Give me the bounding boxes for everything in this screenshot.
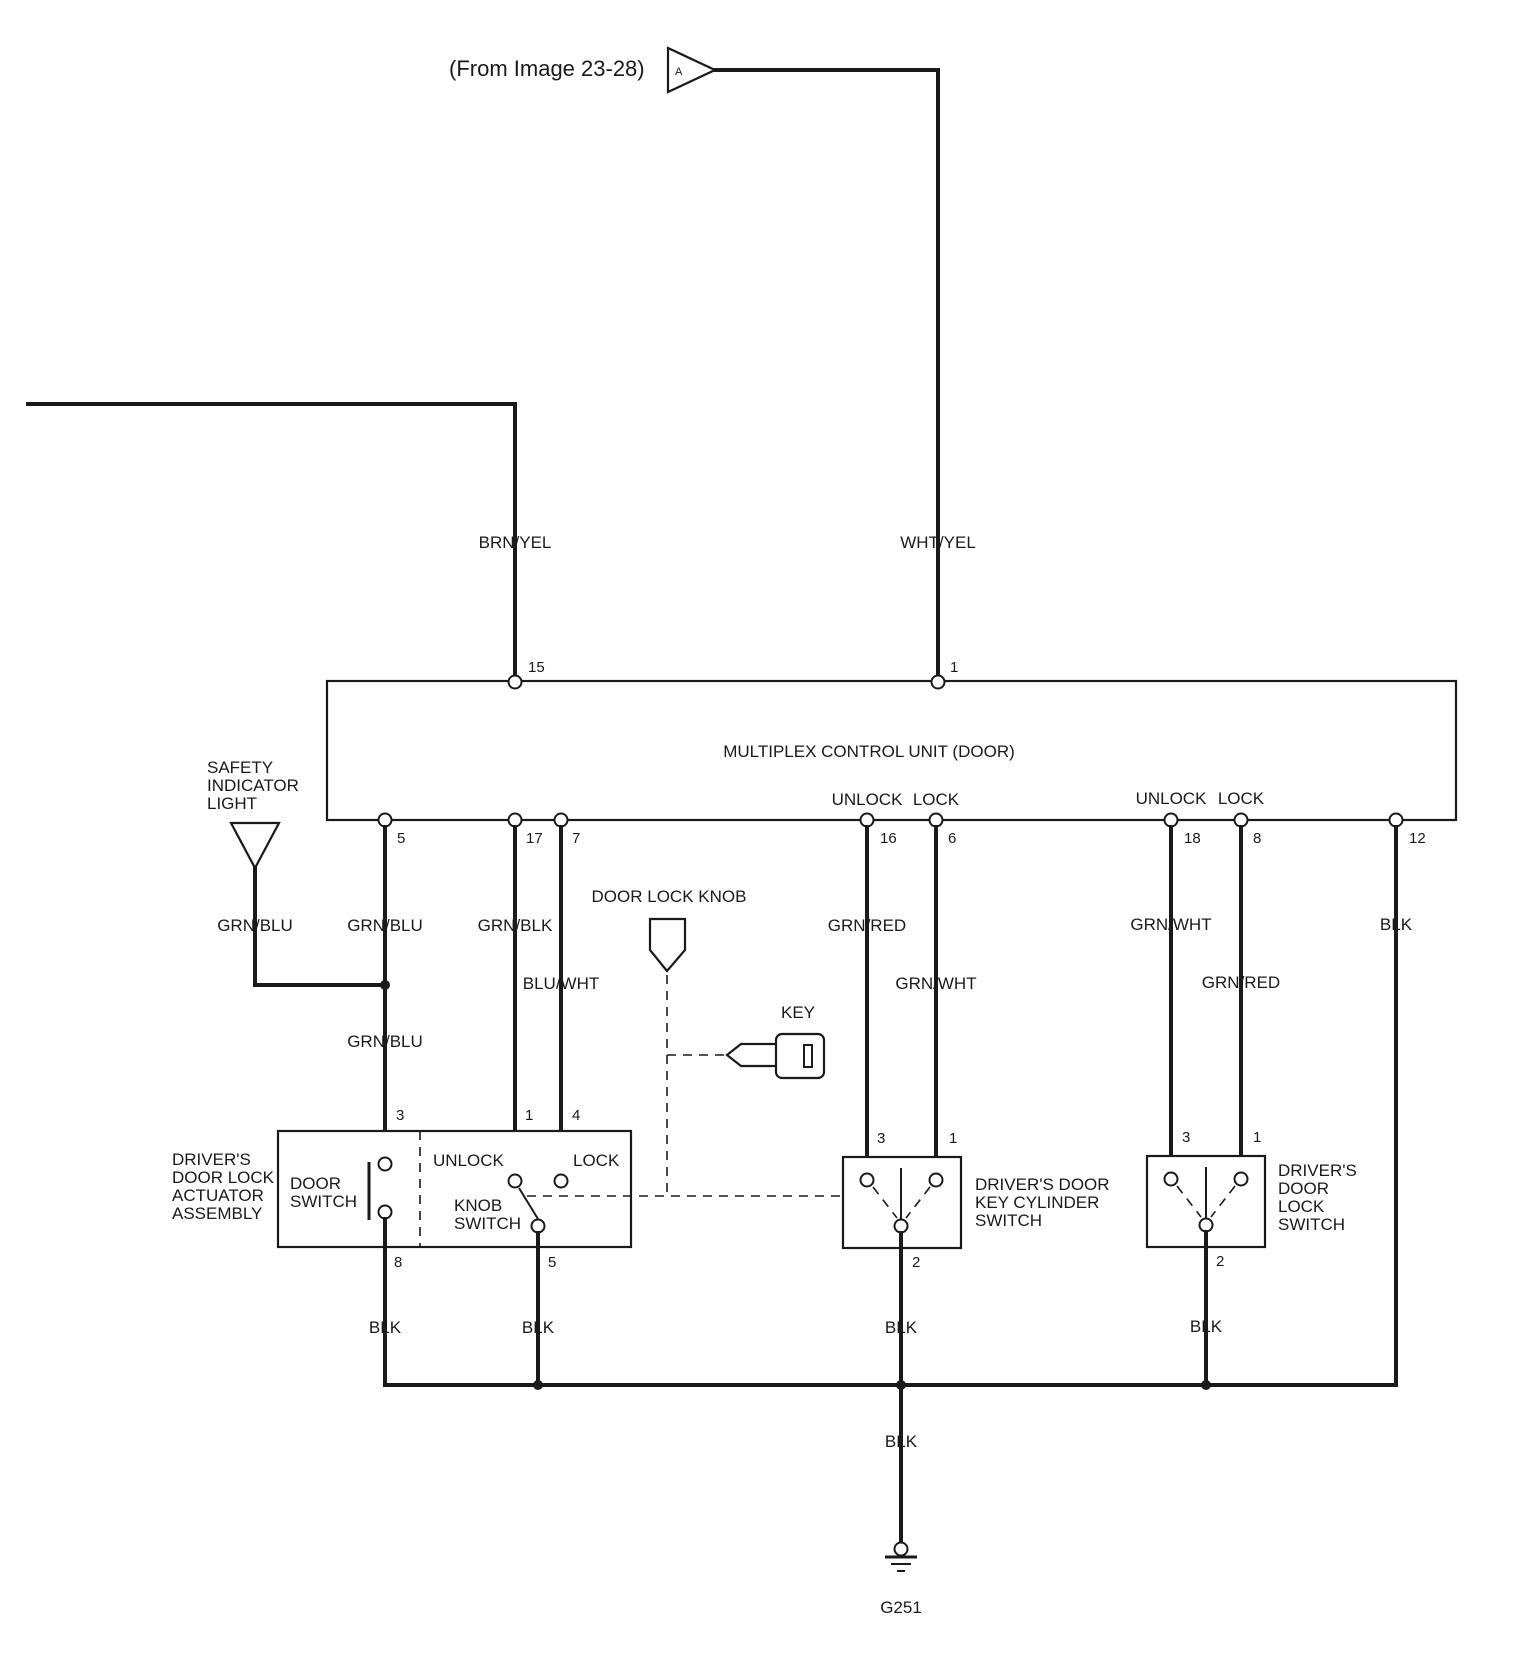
- wire-label-blk-knob: BLK: [522, 1318, 555, 1337]
- wire-label-blk-12: BLK: [1380, 915, 1413, 934]
- source-reference-text: (From Image 23-28): [449, 56, 645, 81]
- door-switch-line-2: SWITCH: [290, 1192, 357, 1211]
- control-unit-title: MULTIPLEX CONTROL UNIT (DOOR): [723, 742, 1015, 761]
- door-lock-switch-label-line-1: DRIVER'S: [1278, 1161, 1357, 1180]
- key-icon: [725, 1032, 826, 1080]
- wire-label-grn-blu-upper: GRN/BLU: [347, 916, 423, 935]
- ground-label: G251: [880, 1598, 922, 1617]
- wire-label-grn-blu-lower: GRN/BLU: [347, 1032, 423, 1051]
- safety-light-line-1: SAFETY: [207, 758, 273, 777]
- door-lock-switch-label-line-4: SWITCH: [1278, 1215, 1345, 1234]
- wire-label-blk-key: BLK: [885, 1318, 918, 1337]
- door-switch-contacts: [367, 1156, 393, 1220]
- unlock-label-16: UNLOCK: [832, 790, 904, 809]
- actuator-label-line-2: DOOR LOCK: [172, 1168, 275, 1187]
- connector-a-label: A: [675, 66, 683, 78]
- pin-8-label: 8: [1253, 830, 1261, 847]
- key-cylinder-pin-3-label: 3: [877, 1130, 885, 1147]
- wire-label-grn-red-8: GRN/RED: [1202, 973, 1280, 992]
- multiplex-control-unit: [325, 679, 1458, 822]
- safety-light-line-2: INDICATOR: [207, 776, 299, 795]
- key-cylinder-label-line-3: SWITCH: [975, 1211, 1042, 1230]
- knob-switch-contacts: [507, 1173, 569, 1234]
- pin-1-label: 1: [950, 659, 958, 676]
- wire-label-grn-red-16: GRN/RED: [828, 916, 906, 935]
- ground-symbol-icon: [885, 1541, 917, 1572]
- pin-16-label: 16: [880, 830, 897, 847]
- key-cylinder-pin-2-label: 2: [912, 1254, 920, 1271]
- pin-17-label: 17: [526, 830, 543, 847]
- wire-brn-yel: [26, 402, 517, 677]
- wire-label-brn-yel: BRN/YEL: [479, 533, 552, 552]
- pin-6-label: 6: [948, 830, 956, 847]
- wire-label-blk-lock: BLK: [1190, 1317, 1223, 1336]
- key-cylinder-pin-1-label: 1: [949, 1130, 957, 1147]
- door-lock-switch-pin-1-label: 1: [1253, 1129, 1261, 1146]
- actuator-pin-8-label: 8: [394, 1254, 402, 1271]
- actuator-pin-3-label: 3: [396, 1107, 404, 1124]
- door-lock-knob-icon: [648, 917, 687, 973]
- knob-switch-lock-label: LOCK: [573, 1151, 620, 1170]
- actuator-pin-5-label: 5: [548, 1254, 556, 1271]
- pin-7-label: 7: [572, 830, 580, 847]
- lock-label-8: LOCK: [1218, 789, 1265, 808]
- wire-label-grn-wht-6: GRN/WHT: [895, 974, 976, 993]
- door-lock-switch-label-line-3: LOCK: [1278, 1197, 1325, 1216]
- wire-label-wht-yel: WHT/YEL: [900, 533, 976, 552]
- pin-15-label: 15: [528, 659, 545, 676]
- actuator-pin-1-label: 1: [525, 1107, 533, 1124]
- key-label: KEY: [781, 1003, 815, 1022]
- wire-grn-blu-light: [253, 866, 387, 987]
- safety-indicator-light-icon: [229, 821, 281, 871]
- connector-a-icon: A: [666, 46, 718, 94]
- wire-label-grn-blk: GRN/BLK: [478, 916, 553, 935]
- door-switch-line-1: DOOR: [290, 1174, 341, 1193]
- wire-label-blu-wht: BLU/WHT: [523, 974, 600, 993]
- pin-5-label: 5: [397, 830, 405, 847]
- door-lock-switch-label-line-2: DOOR: [1278, 1179, 1329, 1198]
- door-lock-actuator-assembly: [276, 1129, 633, 1249]
- actuator-label-line-1: DRIVER'S: [172, 1150, 251, 1169]
- actuator-label-line-3: ACTUATOR: [172, 1186, 264, 1205]
- knob-switch-line-2: SWITCH: [454, 1214, 521, 1233]
- lock-label-6: LOCK: [913, 790, 960, 809]
- key-cylinder-switch-contacts: [859, 1168, 944, 1234]
- knob-switch-line-1: KNOB: [454, 1196, 502, 1215]
- wire-label-blk-door: BLK: [369, 1318, 402, 1337]
- wire-wht-yel: [713, 68, 940, 677]
- pin-18-label: 18: [1184, 830, 1201, 847]
- door-lock-knob-label: DOOR LOCK KNOB: [592, 887, 747, 906]
- actuator-label-line-4: ASSEMBLY: [172, 1204, 262, 1223]
- safety-light-line-3: LIGHT: [207, 794, 257, 813]
- bottom-pin-terminals: [377, 812, 1404, 828]
- pin-12-label: 12: [1409, 830, 1426, 847]
- key-cylinder-label-line-2: KEY CYLINDER: [975, 1193, 1099, 1212]
- door-lock-switch-pin-3-label: 3: [1182, 1129, 1190, 1146]
- pin-15-terminal: [507, 674, 523, 690]
- splice-point-grn-blu: [380, 980, 390, 990]
- key-cylinder-label-line-1: DRIVER'S DOOR: [975, 1175, 1110, 1194]
- pin-1-terminal: [930, 674, 946, 690]
- wire-label-grn-wht-18: GRN/WHT: [1130, 915, 1211, 934]
- actuator-pin-4-label: 4: [572, 1107, 580, 1124]
- wire-label-blk-ground: BLK: [885, 1432, 918, 1451]
- unlock-label-18: UNLOCK: [1136, 789, 1208, 808]
- door-lock-switch-pin-2-label: 2: [1216, 1253, 1224, 1270]
- knob-switch-unlock-label: UNLOCK: [433, 1151, 505, 1170]
- wire-label-grn-blu-light: GRN/BLU: [217, 916, 293, 935]
